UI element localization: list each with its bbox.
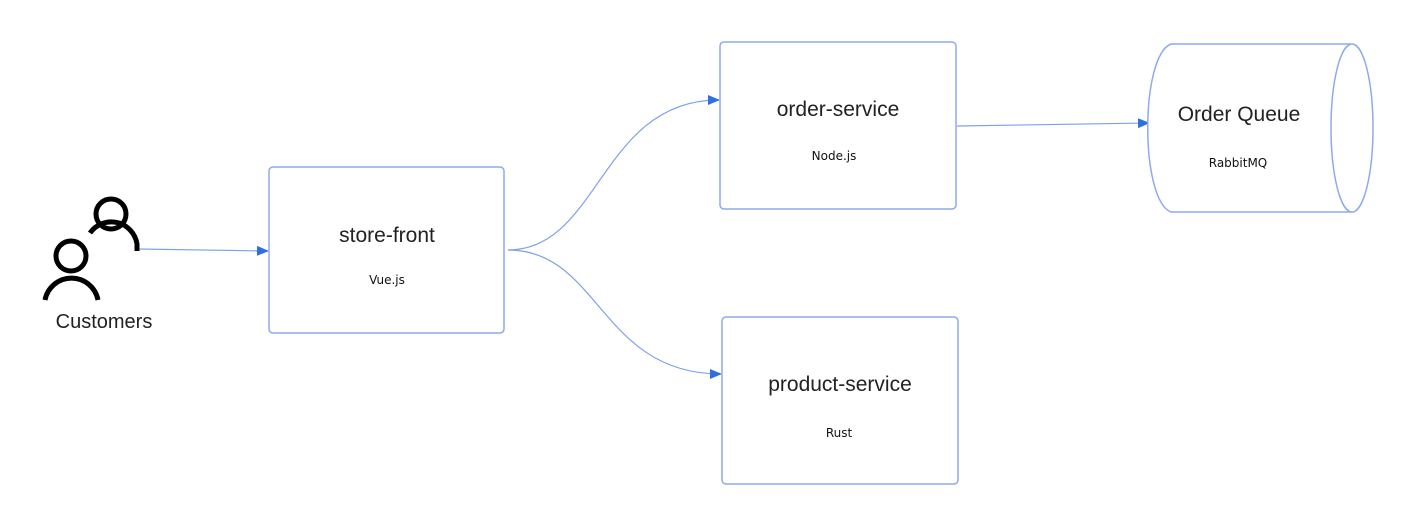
users-icon (42, 196, 140, 301)
product-service-node[interactable]: product-service Rust (721, 316, 959, 485)
order-service-title: order-service (777, 98, 900, 121)
cylinder-body (1147, 43, 1351, 213)
order-queue-tech: RabbitMQ (1209, 156, 1268, 170)
edge-store-front-to-order-service (507, 95, 720, 251)
edge-customers-to-store-front (137, 245, 269, 256)
cylinder-end (1330, 43, 1374, 213)
store-front-tech: Vue.js (369, 273, 405, 287)
order-service-node[interactable]: order-service Node.js (719, 41, 957, 210)
customers-node: Customers (42, 196, 153, 333)
edge-store-front-to-product-service (507, 249, 722, 379)
order-queue-title: Order Queue (1178, 103, 1301, 126)
product-service-title: product-service (768, 373, 912, 396)
store-front-title: store-front (339, 224, 435, 247)
edge-order-service-to-order-queue (956, 118, 1150, 129)
store-front-node[interactable]: store-front Vue.js (268, 166, 505, 334)
order-service-tech: Node.js (812, 149, 857, 163)
order-queue-node[interactable]: Order Queue RabbitMQ (1147, 43, 1374, 213)
product-service-tech: Rust (826, 426, 853, 440)
customers-label: Customers (56, 311, 153, 333)
